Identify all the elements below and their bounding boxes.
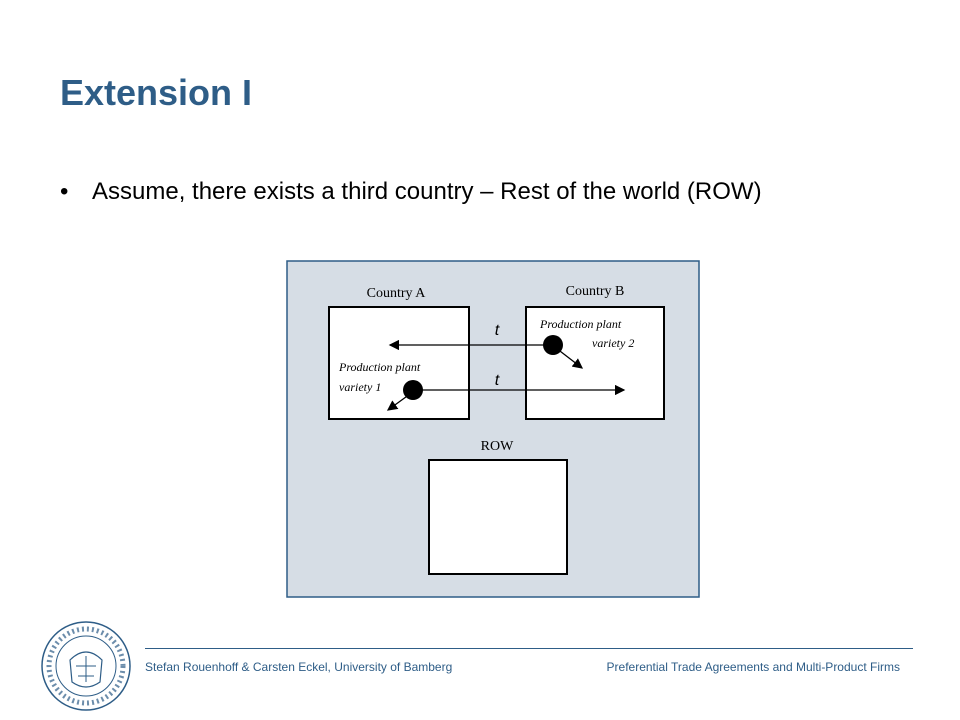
plant-b-node (543, 335, 563, 355)
tariff-label-top: t (495, 322, 500, 339)
plant-a-text-line1: Production plant (338, 360, 421, 374)
footer-title: Preferential Trade Agreements and Multi-… (606, 660, 900, 674)
university-seal-icon (41, 621, 131, 711)
row-box (428, 459, 568, 575)
plant-a-text-line2: variety 1 (339, 380, 381, 394)
bullet-dot: • (60, 178, 69, 205)
bullet-text: Assume, there exists a third country – R… (92, 178, 762, 205)
row-label: ROW (481, 439, 514, 454)
footer-authors: Stefan Rouenhoff & Carsten Eckel, Univer… (145, 660, 453, 674)
plant-b-text-line2: variety 2 (592, 336, 634, 350)
country-a-box (328, 306, 470, 420)
country-a-label: Country A (367, 286, 427, 301)
country-b-label: Country B (566, 284, 625, 299)
plant-a-node (403, 380, 423, 400)
footer-divider (145, 648, 913, 649)
tariff-label-bottom: t (495, 372, 500, 389)
slide-title: Extension I (60, 72, 253, 113)
bullet-item: • Assume, there exists a third country – … (60, 178, 762, 206)
plant-b-text-line1: Production plant (539, 317, 622, 331)
trade-diagram: Country A Country B ROW Production plant… (286, 260, 700, 598)
country-b-box (525, 306, 665, 420)
